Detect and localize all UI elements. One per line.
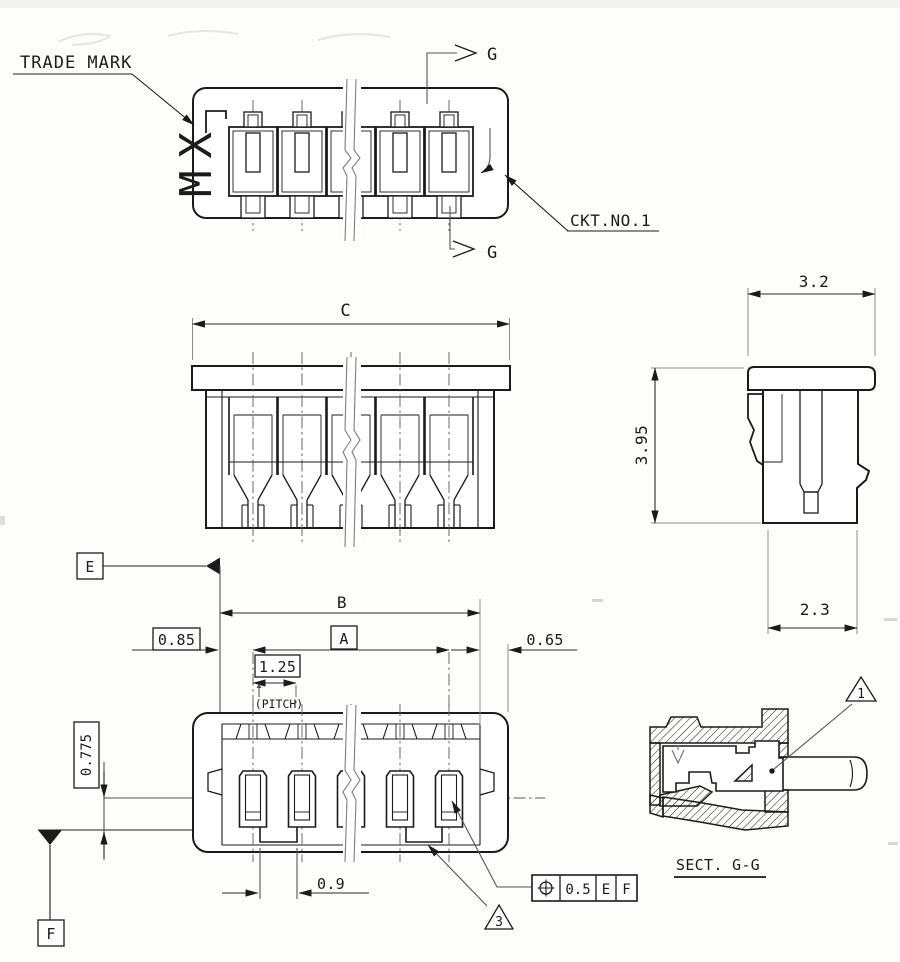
ckt1-indicator-arrow — [480, 128, 494, 174]
position-tolerance-icon — [537, 879, 555, 897]
dim-2-3: 2.3 — [767, 530, 858, 634]
side-body — [762, 389, 871, 524]
fcf-datum-1: E — [602, 882, 610, 898]
break-line — [342, 78, 352, 242]
datum-triangle-icon — [38, 830, 62, 845]
triangle-flag-icon — [844, 675, 878, 702]
right-side-tab — [479, 768, 495, 796]
section-g-g-view: 1 SECT. G-G — [649, 675, 878, 878]
dim-3-95-label: 3.95 — [632, 425, 651, 466]
flag-1-number: 1 — [857, 687, 865, 702]
pitch-note-label: (PITCH) — [255, 697, 303, 711]
bottom-view: E F B A 0.85 — [37, 552, 638, 947]
dim-a: A — [252, 625, 450, 706]
datum-e: E — [76, 552, 221, 712]
top-view: MX G G TRADE MARK CKT.NO.1 — [13, 44, 659, 263]
fcf-tolerance: 0.5 — [565, 882, 590, 898]
section-letter-top: G — [487, 45, 498, 65]
crimp-channel — [259, 827, 298, 843]
fcf-leader — [451, 800, 532, 888]
crimp-channel — [405, 827, 443, 843]
lance-tip — [733, 763, 753, 782]
dim-0-775-label: 0.775 — [79, 734, 95, 776]
section-terminal — [662, 740, 784, 793]
side-flange — [747, 366, 876, 391]
leader-dot — [769, 768, 775, 774]
ckt-no-1-callout: CKT.NO.1 — [504, 174, 659, 232]
break-line — [342, 356, 352, 548]
section-line-g: G G — [426, 44, 498, 263]
trade-mark-callout: TRADE MARK — [13, 53, 195, 126]
dim-0-85-label: 0.85 — [158, 631, 195, 649]
dim-3-2: 3.2 — [747, 272, 876, 356]
dim-b-label: B — [337, 593, 347, 612]
section-title: SECT. G-G — [676, 856, 760, 874]
section-top-wall — [649, 708, 789, 744]
left-side-tab — [207, 768, 223, 796]
logo-bracket-mark — [205, 110, 227, 133]
break-line — [351, 704, 361, 863]
molex-logo-text: MX — [171, 120, 222, 197]
flag-1-leader — [773, 703, 853, 770]
dim-3-95: 3.95 — [632, 367, 761, 524]
dim-pitch: 1.25 (PITCH) — [252, 654, 303, 711]
dim-pitch-label: 1.25 — [259, 658, 296, 676]
datum-f-label: F — [46, 925, 55, 943]
dim-c: C — [191, 301, 511, 360]
datum-e-label: E — [85, 558, 94, 576]
fcf-datum-2: F — [622, 882, 630, 898]
triangle-flag-icon — [483, 903, 515, 930]
wire — [783, 756, 868, 791]
break-mask — [343, 79, 361, 241]
dim-0-65-label: 0.65 — [526, 631, 563, 649]
scan-artifacts — [0, 29, 898, 845]
break-mask — [343, 705, 361, 862]
side-latch — [747, 393, 764, 466]
section-bottom-wall — [662, 796, 789, 831]
datum-f: F — [37, 829, 192, 947]
dim-2-3-label: 2.3 — [800, 600, 830, 619]
dim-a-label: A — [339, 630, 348, 648]
dim-0-9-label: 0.9 — [317, 875, 345, 893]
ckt-no-1-label: CKT.NO.1 — [570, 211, 651, 230]
break-line — [351, 78, 361, 242]
section-letter-bottom: G — [487, 243, 498, 263]
dim-0-775: 0.775 — [73, 721, 192, 860]
feature-control-frame: 0.5 E F — [451, 800, 638, 902]
datum-triangle-icon — [206, 557, 220, 575]
front-view: C — [191, 301, 511, 548]
dim-b: B — [219, 593, 481, 725]
section-right-wall-lower — [764, 789, 789, 813]
break-line — [342, 704, 352, 863]
flag-3-number: 3 — [495, 915, 503, 930]
note-flag-3: 3 — [427, 844, 515, 930]
flag-3-leader — [427, 844, 488, 907]
side-view: 3.2 3.95 2.3 — [632, 272, 876, 634]
trade-mark-label: TRADE MARK — [20, 53, 132, 73]
break-line — [351, 356, 361, 548]
dim-3-2-label: 3.2 — [799, 272, 829, 291]
dim-0-85: 0.85 — [132, 627, 219, 654]
dim-c-label: C — [340, 301, 351, 321]
dim-0-9: 0.9 — [222, 848, 369, 899]
dim-0-65: 0.65 — [451, 631, 577, 712]
note-flag-1: 1 — [769, 675, 878, 774]
contact-v-mark — [671, 749, 685, 765]
pitch-tick-arrow — [256, 683, 262, 688]
